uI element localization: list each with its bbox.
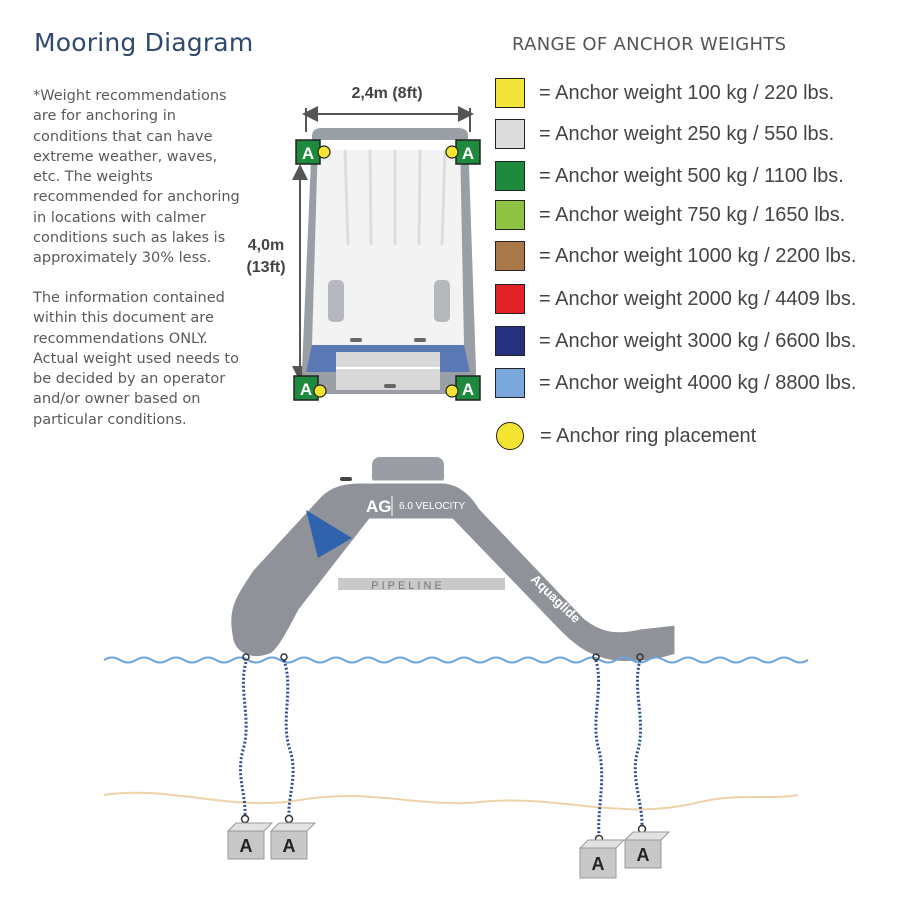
anchor-ring-icon <box>445 384 459 398</box>
legend-title: RANGE OF ANCHOR WEIGHTS <box>512 34 787 55</box>
seabed-line <box>103 791 799 811</box>
slide-body <box>228 480 678 664</box>
page-title: Mooring Diagram <box>34 28 254 57</box>
mooring-line <box>594 659 604 836</box>
anchor-block: A <box>623 824 671 869</box>
rail-text: PIPELINE <box>371 580 445 592</box>
mooring-lines <box>239 659 644 836</box>
legend-item-4000kg: = Anchor weight 4000 kg / 8800 lbs. <box>495 367 856 399</box>
mooring-line <box>239 661 248 816</box>
legend-label: = Anchor weight 2000 kg / 4409 lbs. <box>539 287 857 310</box>
color-swatch <box>495 119 525 149</box>
mooring-line <box>282 659 295 816</box>
legend-item-2000kg: = Anchor weight 2000 kg / 4409 lbs. <box>495 283 856 315</box>
anchor-label: A <box>637 845 650 865</box>
legend-label: = Anchor weight 1000 kg / 2200 lbs. <box>539 244 857 267</box>
model-label: 6.0 VELOCITY <box>399 501 465 512</box>
side-view-diagram: PIPELINE AG 6.0 VELOCITY Aquaglide A A <box>103 457 809 879</box>
anchor-ring-icon <box>317 145 331 159</box>
slide-top-cushion <box>372 457 444 485</box>
legend-label: = Anchor weight 3000 kg / 6600 lbs. <box>539 329 857 352</box>
color-swatch <box>495 78 525 108</box>
anchor-label: A <box>302 144 314 163</box>
legend-item-250kg: = Anchor weight 250 kg / 550 lbs. <box>495 118 834 150</box>
anchor-label: A <box>240 836 253 856</box>
legend-label: = Anchor ring placement <box>540 424 757 447</box>
color-swatch <box>495 200 525 230</box>
width-dimension-label: 2,4m (8ft) <box>351 85 422 102</box>
anchor-marker-top-left: A <box>295 139 331 165</box>
legend-label: = Anchor weight 4000 kg / 8800 lbs. <box>539 371 857 394</box>
legend-item-3000kg: = Anchor weight 3000 kg / 6600 lbs. <box>495 325 856 357</box>
top-view-diagram: 2,4m (8ft) 4,0m (13ft) A A A <box>246 85 481 401</box>
legend-label: = Anchor weight 100 kg / 220 lbs. <box>539 81 835 104</box>
color-swatch <box>495 326 525 356</box>
weight-recommendation-note: *Weight recommendations are for anchorin… <box>33 88 240 267</box>
water-surface-line <box>103 656 809 664</box>
anchor-marker-bottom-left: A <box>293 375 327 401</box>
color-swatch <box>495 241 525 271</box>
legend-item-1000kg: = Anchor weight 1000 kg / 2200 lbs. <box>495 240 856 272</box>
anchor-block: A <box>578 834 626 879</box>
legend-item-750kg: = Anchor weight 750 kg / 1650 lbs. <box>495 199 845 231</box>
anchor-label: A <box>592 854 605 874</box>
color-swatch <box>495 284 525 314</box>
slide-side-view: PIPELINE AG 6.0 VELOCITY Aquaglide <box>228 457 678 664</box>
anchor-label: A <box>462 144 474 163</box>
color-swatch <box>495 368 525 398</box>
anchor-block: A <box>269 814 317 860</box>
anchor-block: A <box>226 814 274 860</box>
legend-item-ring: = Anchor ring placement <box>495 420 756 452</box>
anchor-ring-icon <box>496 422 524 450</box>
anchor-ring-icon <box>313 384 327 398</box>
anchor-marker-bottom-right: A <box>445 375 481 401</box>
length-dimension-meters: 4,0m <box>248 237 284 254</box>
information-disclaimer-note: The information contained within this do… <box>33 290 239 428</box>
legend-item-100kg: = Anchor weight 100 kg / 220 lbs. <box>495 77 834 109</box>
mooring-line <box>633 659 644 826</box>
legend-label: = Anchor weight 250 kg / 550 lbs. <box>539 122 835 145</box>
slide-blue-accent <box>306 510 352 558</box>
color-swatch <box>495 161 525 191</box>
anchor-ring-icon <box>445 145 459 159</box>
anchor-label: A <box>462 380 474 399</box>
anchor-label: A <box>283 836 296 856</box>
legend-label: = Anchor weight 750 kg / 1650 lbs. <box>539 203 846 226</box>
length-dimension-feet: (13ft) <box>246 259 285 276</box>
anchor-label: A <box>300 380 312 399</box>
brand-mark: AG <box>366 497 392 516</box>
anchor-marker-top-right: A <box>445 139 481 165</box>
legend-item-500kg: = Anchor weight 500 kg / 1100 lbs. <box>495 160 844 192</box>
legend-label: = Anchor weight 500 kg / 1100 lbs. <box>539 164 844 187</box>
slide-top-view <box>302 128 476 394</box>
